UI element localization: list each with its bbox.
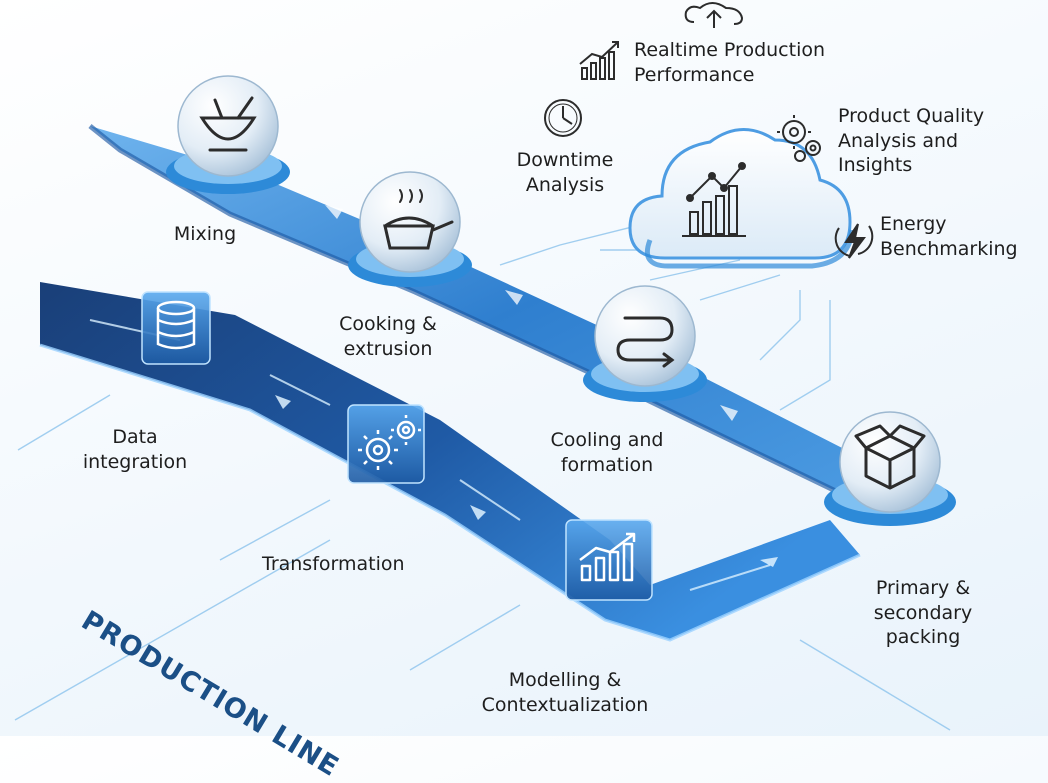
cooking-pot-icon [383,189,454,250]
data-track-light-streaks [89,319,771,591]
trend-chart-icon [579,41,619,80]
stage-cooling-node [583,285,707,402]
upload-cloud-icon [684,2,744,28]
transformation-tile [347,404,425,484]
stage-packing-node [824,411,956,526]
step-label-modelling: Modelling & Contextualization [481,669,649,716]
step-label-transformation: Transformation [262,553,405,575]
data-integration-tile [141,291,211,365]
lightning-icon [834,223,874,259]
stage-label-cooling: Cooling and formation [550,429,664,476]
track-chevrons [325,205,738,421]
stage-label-cooking: Cooking & extrusion [339,313,437,360]
step-label-data-integration: Data integration [82,426,188,473]
database-icon [156,300,196,350]
bar-chart-icon [579,532,636,582]
production-line-diagram [14,2,956,731]
modelling-tile [565,519,653,601]
insight-label-realtime: Realtime Production Performance [634,39,826,86]
serpentine-conveyor-icon [616,316,675,368]
gears-icon [358,415,421,470]
mixing-bowl-icon [199,96,257,152]
stage-mixing-node [166,75,290,194]
stage-label-packing: Primary & secondary packing [873,577,973,649]
box-icon [854,424,926,490]
guide-lines [14,219,951,731]
data-track-chevrons [275,395,778,567]
insight-label-energy: Energy Benchmarking [880,213,1018,260]
insight-label-downtime: Downtime Analysis [516,149,614,196]
cloud-analytics-node [628,128,855,269]
clock-icon [544,99,582,137]
cloud-analytics-icon [682,162,746,237]
stage-label-mixing: Mixing [173,223,237,245]
stage-cooking-node [348,171,472,287]
data-track [40,282,860,640]
insight-label-quality: Product Quality Analysis and Insights [838,105,985,177]
production-track [90,126,905,510]
quality-gears-icon [777,115,821,162]
